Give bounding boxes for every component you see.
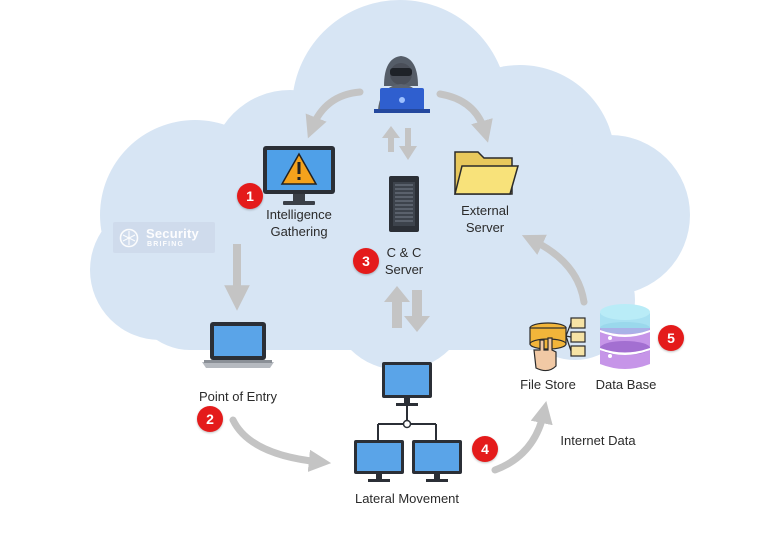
arrow-hacker-to-intel <box>305 88 364 139</box>
warning-monitor-icon <box>263 146 335 205</box>
external-server-label: External Server <box>461 203 509 235</box>
server-icon <box>389 176 419 232</box>
lateral-movement-label: Lateral Movement <box>354 491 460 506</box>
point-of-entry-label: Point of Entry <box>198 389 278 404</box>
step-badge-3: 3 <box>353 248 379 274</box>
step-badge-2: 2 <box>197 406 223 432</box>
file-store-label: File Store <box>520 377 576 392</box>
hacker-icon <box>374 56 430 113</box>
file-store-icon <box>529 317 586 372</box>
cc-server-label: C & C Server <box>384 245 424 277</box>
watermark: Security BRIFING <box>113 222 215 253</box>
arrow-lateral-to-filestore <box>491 401 553 474</box>
network-icon <box>354 362 462 482</box>
watermark-line1: Security <box>146 226 199 241</box>
internet-data-label: Internet Data <box>560 433 636 448</box>
arrow-database-to-external <box>521 234 588 306</box>
database-icon <box>600 304 650 369</box>
folder-icon <box>454 151 519 195</box>
arrow-cc-lateral-bidirectional <box>384 286 430 332</box>
watermark-line2: BRIFING <box>147 241 185 248</box>
laptop-icon <box>202 322 274 368</box>
database-label: Data Base <box>595 377 657 392</box>
arrow-entry-to-lateral <box>229 416 332 473</box>
intelligence-gathering-label: Intelligence Gathering <box>266 207 332 239</box>
step-badge-5: 5 <box>658 325 684 351</box>
watermark-logo-icon <box>119 228 139 247</box>
step-badge-1: 1 <box>237 183 263 209</box>
arrow-hacker-to-external <box>436 90 493 143</box>
arrow-hacker-cc-bidirectional <box>382 126 417 160</box>
step-badge-4: 4 <box>472 436 498 462</box>
